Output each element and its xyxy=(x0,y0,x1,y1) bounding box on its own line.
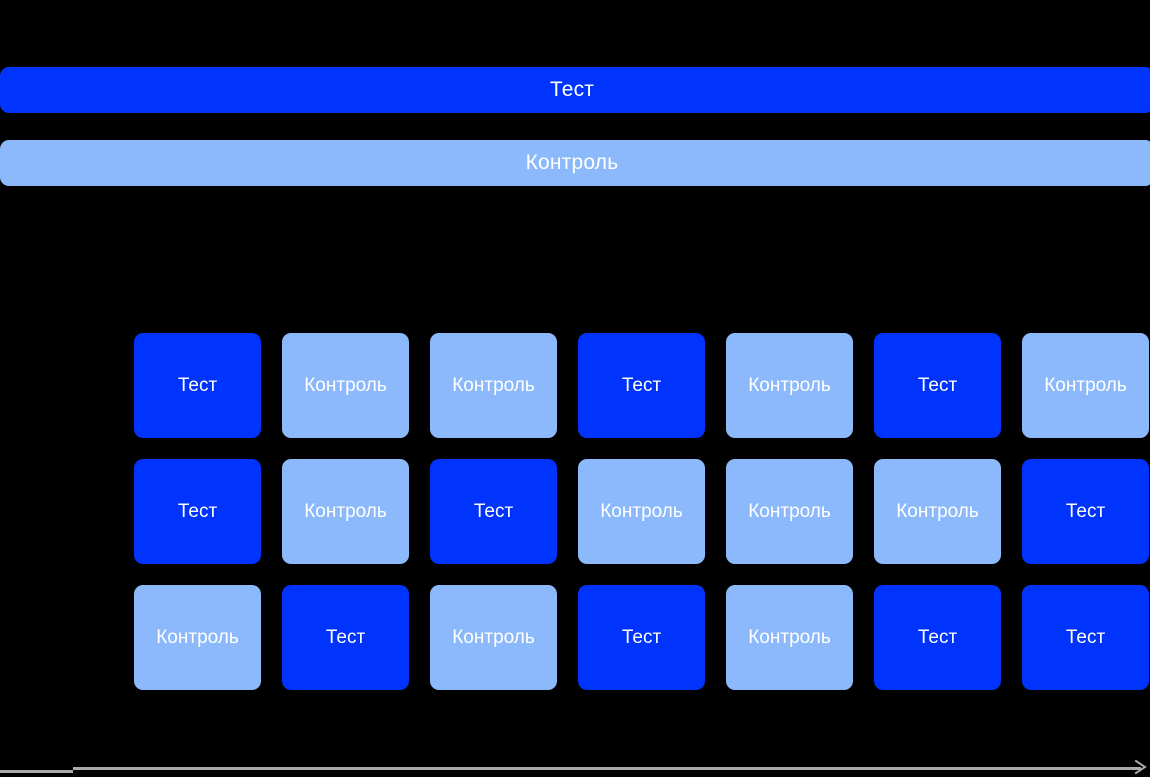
grid-cell-control[interactable]: Контроль xyxy=(430,333,557,438)
grid-cell-label: Контроль xyxy=(156,626,239,648)
grid-cell-test[interactable]: Тест xyxy=(578,333,705,438)
grid-cell-label: Контроль xyxy=(1044,374,1127,396)
grid-cell-label: Тест xyxy=(917,626,958,648)
grid-cell-control[interactable]: Контроль xyxy=(874,459,1001,564)
grid-cell-control[interactable]: Контроль xyxy=(726,459,853,564)
grid-cell-label: Тест xyxy=(917,374,958,396)
grid-cell-label: Тест xyxy=(1065,500,1106,522)
grid-cell-control[interactable]: Контроль xyxy=(282,333,409,438)
grid-cell-control[interactable]: Контроль xyxy=(282,459,409,564)
grid-cell-test[interactable]: Тест xyxy=(1022,459,1149,564)
grid-cell-label: Контроль xyxy=(452,374,535,396)
grid-cell-test[interactable]: Тест xyxy=(1022,585,1149,690)
arrow-right-icon xyxy=(1134,759,1147,775)
grid-cell-control[interactable]: Контроль xyxy=(1022,333,1149,438)
grid-cell-control[interactable]: Контроль xyxy=(726,585,853,690)
grid-cell-control[interactable]: Контроль xyxy=(578,459,705,564)
grid-cell-label: Тест xyxy=(325,626,366,648)
grid-cell-label: Контроль xyxy=(896,500,979,522)
grid-cell-control[interactable]: Контроль xyxy=(726,333,853,438)
grid-row: Тест Контроль Контроль Тест Контроль Тест Конт… xyxy=(134,333,1149,438)
legend-bar-control: Контроль xyxy=(0,140,1150,186)
grid-cell-test[interactable]: Тест xyxy=(874,585,1001,690)
grid-cell-label: Контроль xyxy=(748,626,831,648)
grid-row: Контроль Тест Контроль Тест Контроль Тест Тест xyxy=(134,585,1149,690)
grid-cell-label: Тест xyxy=(177,374,218,396)
grid-cell-test[interactable]: Тест xyxy=(578,585,705,690)
grid-cell-label: Тест xyxy=(177,500,218,522)
grid-cell-label: Тест xyxy=(621,374,662,396)
grid-cell-label: Контроль xyxy=(748,500,831,522)
grid-cell-label: Тест xyxy=(1065,626,1106,648)
grid-cell-test[interactable]: Тест xyxy=(282,585,409,690)
grid-cell-test[interactable]: Тест xyxy=(134,333,261,438)
axis-line-segment-main xyxy=(73,767,1141,770)
grid-cell-label: Тест xyxy=(473,500,514,522)
grid-cell-control[interactable]: Контроль xyxy=(134,585,261,690)
grid-cell-label: Контроль xyxy=(304,500,387,522)
grid-cell-label: Контроль xyxy=(304,374,387,396)
grid-cell-label: Контроль xyxy=(600,500,683,522)
grid-cell-test[interactable]: Тест xyxy=(430,459,557,564)
grid-cell-control[interactable]: Контроль xyxy=(430,585,557,690)
legend-bar-test-label: Тест xyxy=(549,78,595,101)
grid-cell-label: Контроль xyxy=(452,626,535,648)
legend-bar-test: Тест xyxy=(0,67,1150,113)
timeline-axis xyxy=(0,759,1150,777)
grid-cell-label: Тест xyxy=(621,626,662,648)
grid-row: Тест Контроль Тест Контроль Контроль Контроль… xyxy=(134,459,1149,564)
legend-bar-control-label: Контроль xyxy=(525,151,619,174)
grid-cell-test[interactable]: Тест xyxy=(134,459,261,564)
grid-cell-test[interactable]: Тест xyxy=(874,333,1001,438)
axis-line-segment-left xyxy=(0,770,73,773)
grid-cell-label: Контроль xyxy=(748,374,831,396)
